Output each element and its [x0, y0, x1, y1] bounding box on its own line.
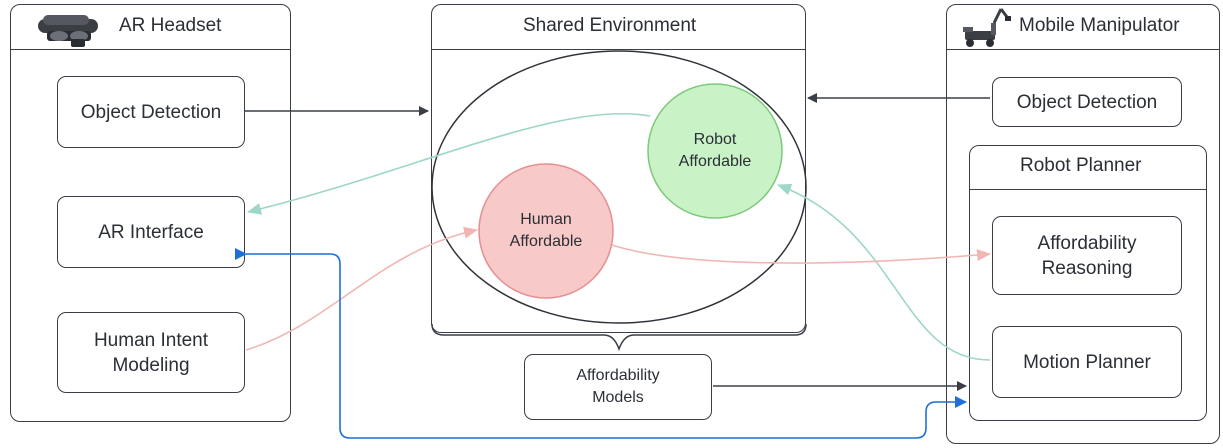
human-intent-modeling-box: Human Intent Modeling: [57, 312, 245, 393]
ar-headset-icon: [38, 15, 98, 47]
robot-planner-panel: Robot Planner Affordability Reasoning Mo…: [969, 145, 1207, 421]
robot-object-detection-box: Object Detection: [992, 77, 1182, 127]
ar-interface-box: AR Interface: [57, 196, 245, 268]
ar-headset-header: AR Headset: [11, 5, 290, 50]
motion-planner-box: Motion Planner: [992, 326, 1182, 398]
mobile-manipulator-title: Mobile Manipulator: [1019, 15, 1180, 36]
affordability-reasoning-box: Affordability Reasoning: [992, 216, 1182, 295]
robot-planner-header: Robot Planner: [970, 146, 1206, 190]
mobile-manipulator-header: Mobile Manipulator: [947, 5, 1219, 50]
ar-headset-title: AR Headset: [119, 15, 222, 36]
mobile-manipulator-panel: Mobile Manipulator Object Detection Robo…: [946, 4, 1220, 444]
shared-environment-header: Shared Environment: [432, 5, 805, 50]
human-affordable-label: Human Affordable: [509, 211, 583, 250]
ar-headset-panel: AR Headset Object Detection AR Interface…: [10, 4, 291, 422]
mobile-manipulator-icon: [963, 8, 1011, 47]
shared-environment-title: Shared Environment: [523, 15, 697, 36]
affordability-models-box: Affordability Models: [524, 354, 712, 420]
ar-object-detection-box: Object Detection: [57, 76, 245, 148]
robot-planner-title: Robot Planner: [1020, 155, 1142, 176]
robot-affordable-label: Robot Affordable: [678, 131, 752, 170]
